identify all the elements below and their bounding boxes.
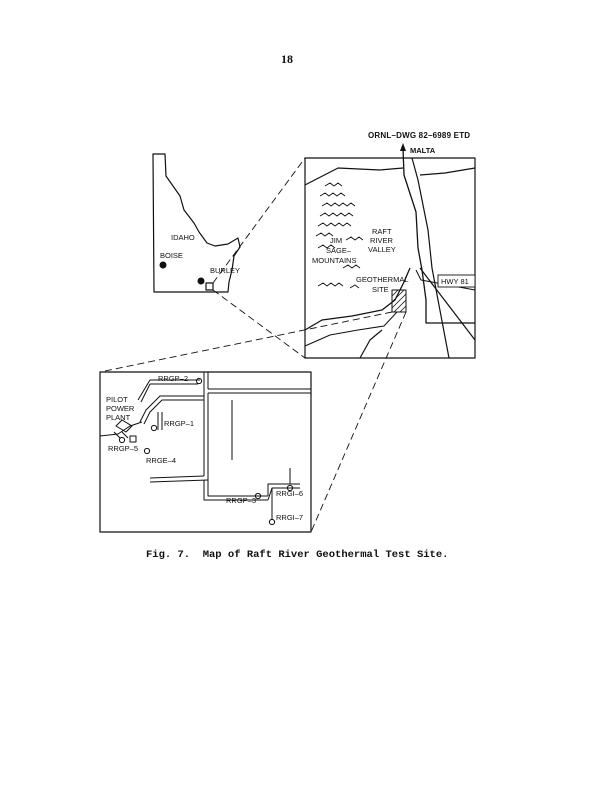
well-rrgi7 — [268, 518, 276, 526]
mountains-label: MOUNTAINS — [312, 256, 356, 265]
well-rrgp1 — [150, 424, 158, 432]
site-label: SITE — [372, 285, 389, 294]
raft-river — [304, 267, 411, 331]
boise-city-dot — [159, 261, 167, 269]
site-roads — [137, 372, 311, 520]
plant-structure — [129, 435, 137, 443]
rrgp1-label: RRGP–1 — [164, 419, 194, 428]
power-label: POWER — [106, 404, 135, 413]
geothermal-site-hatch-area — [391, 289, 407, 313]
projection-line-state-top — [212, 157, 306, 284]
figure-caption: Fig. 7. Map of Raft River Geothermal Tes… — [146, 549, 449, 561]
well-rrgp5 — [118, 436, 126, 444]
idaho-outline — [152, 153, 241, 293]
burley-city-dot — [197, 277, 205, 285]
rrgp3-label: RRGP–3 — [226, 496, 256, 505]
well-rrgp3 — [254, 492, 262, 500]
sage-label: SAGE– — [326, 246, 352, 255]
river-label: RIVER — [370, 236, 394, 245]
rrgp5-label: RRGP–5 — [108, 444, 138, 453]
drawing-id: ORNL–DWG 82–6989 ETD — [368, 131, 471, 140]
projection-line-site-bottom — [310, 311, 407, 533]
projection-line-site-top — [99, 311, 393, 373]
rrgi6-label: RRGI–6 — [276, 489, 303, 498]
rrgi7-label: RRGI–7 — [276, 513, 303, 522]
hwy-81-label-box — [437, 274, 476, 288]
highway-road — [402, 147, 475, 324]
malta-north-arrow — [400, 143, 406, 151]
raft-label: RAFT — [372, 227, 392, 236]
page-number: 18 — [281, 52, 293, 66]
plant-access-road — [99, 421, 143, 437]
well-symbols — [118, 377, 294, 526]
regional-map-frame — [304, 157, 476, 359]
idaho-label: IDAHO — [171, 233, 195, 242]
jim-label: JIM — [330, 236, 342, 245]
northeast-road — [419, 167, 476, 176]
secondary-road-2 — [419, 267, 476, 341]
rrgp2-label: RRGP–2 — [158, 374, 188, 383]
projection-line-state-bottom — [212, 289, 306, 359]
pilot-label: PILOT — [106, 395, 128, 404]
raft-river-bank — [304, 311, 398, 347]
geothermal-site-hatch — [391, 289, 407, 313]
geothermal-label: GEOTHERMAL — [356, 275, 409, 284]
projection-lines — [99, 157, 407, 533]
mountain-symbols — [315, 182, 364, 289]
well-rrgi6 — [286, 484, 294, 492]
pilot-power-plant-building — [113, 419, 133, 439]
site-location-box — [205, 282, 214, 291]
northern-road — [304, 167, 404, 186]
southern-road — [359, 329, 383, 359]
boise-label: BOISE — [160, 251, 183, 260]
hwy-81-label: HWY 81 — [441, 277, 469, 286]
valley-label: VALLEY — [368, 245, 396, 254]
site-map-frame — [99, 371, 312, 533]
secondary-road-1 — [411, 157, 450, 359]
malta-label: MALTA — [410, 146, 436, 155]
burley-label: BURLEY — [210, 266, 240, 275]
well-rrge4 — [143, 447, 151, 455]
well-rrgp2 — [195, 377, 203, 385]
plant-label: PLANT — [106, 413, 131, 422]
rrge4-label: RRGE–4 — [146, 456, 176, 465]
